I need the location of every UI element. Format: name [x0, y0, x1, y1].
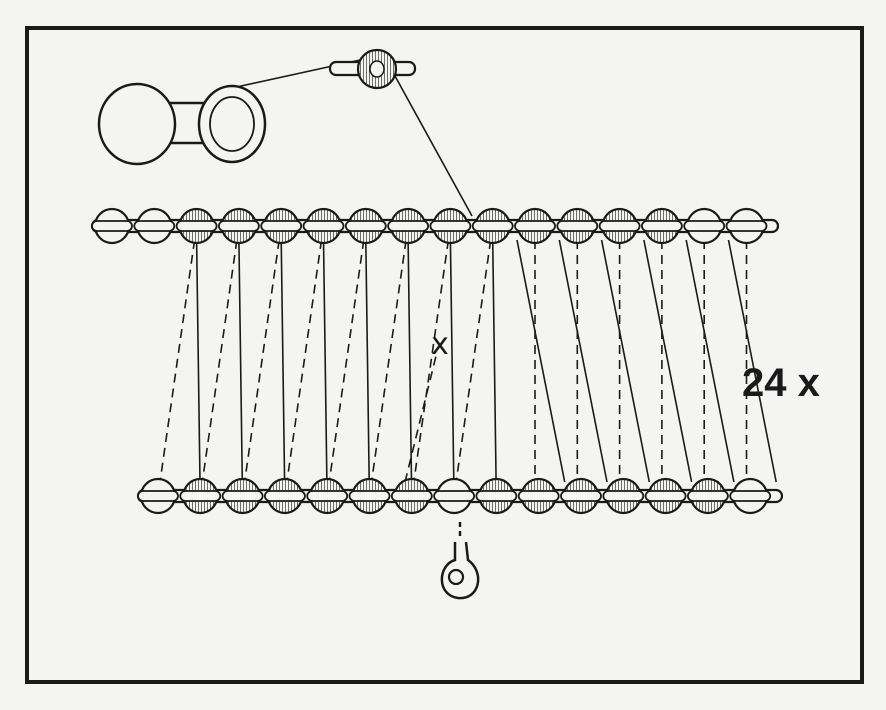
pulley-axle: [641, 220, 683, 232]
string-solid-segment: [516, 239, 566, 483]
repeat-count-label: 24 x: [742, 361, 820, 405]
pulley-axle: [91, 220, 133, 232]
pulley-axle: [433, 490, 476, 502]
pulley-axle: [598, 220, 641, 232]
pulley-axle: [263, 490, 306, 502]
bottom-pulley-rail: [136, 477, 784, 515]
pulley-axle: [348, 490, 391, 502]
string-solid-segment: [491, 239, 497, 483]
pulley-axle: [556, 220, 599, 232]
string-dashed-segment: [455, 239, 492, 483]
string-dashed-segment: [413, 239, 450, 483]
weight-hook: [440, 522, 480, 600]
pulley-axle: [175, 220, 218, 232]
string-solid-segment: [685, 239, 735, 483]
string-solid-segment: [238, 239, 244, 483]
pulley-axle: [475, 490, 518, 502]
pulley-axle: [387, 220, 430, 232]
string-solid-segment: [407, 239, 413, 483]
pulley-axle: [137, 490, 179, 502]
string-solid-segment: [365, 239, 370, 483]
string-solid-segment: [558, 239, 608, 483]
string-solid-segment: [280, 239, 286, 483]
top-pulley-rail: [90, 207, 780, 245]
string-dashed-segment: [328, 239, 365, 483]
guide-pulley: [328, 48, 417, 90]
pulley-axle: [217, 220, 260, 232]
string-dashed-segment: [370, 239, 407, 483]
string-solid-segment: [643, 239, 693, 483]
pulley-axle: [683, 220, 726, 232]
wall-knob: [97, 82, 267, 166]
string-dashed-to-mark: [404, 355, 437, 483]
pulley-axle: [344, 220, 387, 232]
string-solid-segment: [449, 239, 455, 483]
string-dashed-segment: [243, 239, 280, 483]
string-dashed-segment: [159, 239, 196, 483]
string-solid-segment: [322, 239, 328, 483]
string-dashed-segment: [201, 239, 238, 483]
string-solid-segment: [195, 239, 201, 483]
pulley-axle: [560, 490, 602, 502]
pulley-axle: [429, 220, 472, 232]
string-solid-segment: [600, 239, 651, 483]
pulley-axle: [133, 220, 176, 232]
pulley-axle: [390, 490, 433, 502]
string-solid-segment: [727, 239, 777, 483]
pulley-axle: [302, 220, 345, 232]
cross-mark: x: [431, 327, 449, 362]
pulley-axle: [725, 220, 768, 232]
string-guide-to-rail: [394, 75, 473, 217]
pulley-axle: [306, 490, 349, 502]
pulley-axle: [602, 490, 645, 502]
pulley-axle: [517, 490, 560, 502]
pulley-axle: [179, 490, 222, 502]
pulley-axle: [260, 220, 303, 232]
string-dashed-segment: [286, 239, 323, 483]
pulley-axle: [644, 490, 687, 502]
pulley-axle: [221, 490, 264, 502]
pulley-axle: [514, 220, 556, 232]
pulley-axle: [687, 490, 729, 502]
pulley-axle: [729, 490, 772, 502]
pulley-axle: [471, 220, 514, 232]
